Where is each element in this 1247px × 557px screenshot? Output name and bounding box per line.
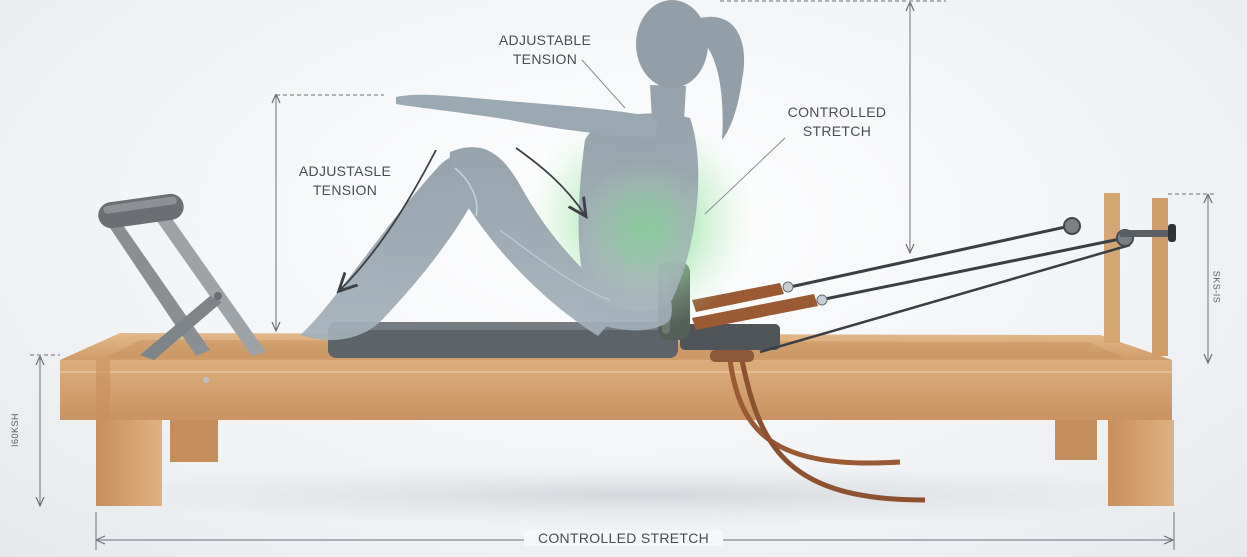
- dim-label-right: SKS-IS: [1211, 271, 1221, 304]
- label-right-line2: STRETCH: [762, 122, 912, 141]
- carriage-base: [680, 324, 780, 350]
- rope-post-front: [1104, 193, 1120, 343]
- front-leg-right: [1108, 420, 1174, 506]
- label-right-line1: CONTROLLED: [762, 103, 912, 122]
- label-controlled-stretch-right: CONTROLLED STRETCH: [762, 103, 912, 141]
- label-top-line1: ADJUSTABLE: [470, 31, 620, 50]
- label-adjustable-tension-left: ADJUSTASLE TENSION: [270, 162, 420, 200]
- bottom-label-text: CONTROLLED STRETCH: [524, 530, 723, 546]
- back-leg-left: [170, 420, 218, 462]
- dim-label-left: I60KSH: [10, 413, 20, 447]
- frame-front-rail: [60, 360, 1172, 420]
- front-leg-left: [96, 420, 162, 506]
- label-left-line2: TENSION: [270, 181, 420, 200]
- label-controlled-stretch-bottom: CONTROLLED STRETCH: [0, 530, 1247, 546]
- rope-post-back: [1152, 198, 1168, 356]
- core-glow-front: [575, 160, 715, 300]
- label-left-line1: ADJUSTASLE: [270, 162, 420, 181]
- back-leg-right: [1055, 420, 1097, 460]
- floor-shadow: [80, 465, 1200, 525]
- label-top-line2: TENSION: [470, 50, 620, 69]
- frame-bolt: [203, 377, 209, 383]
- label-adjustable-tension-top: ADJUSTABLE TENSION: [470, 31, 620, 69]
